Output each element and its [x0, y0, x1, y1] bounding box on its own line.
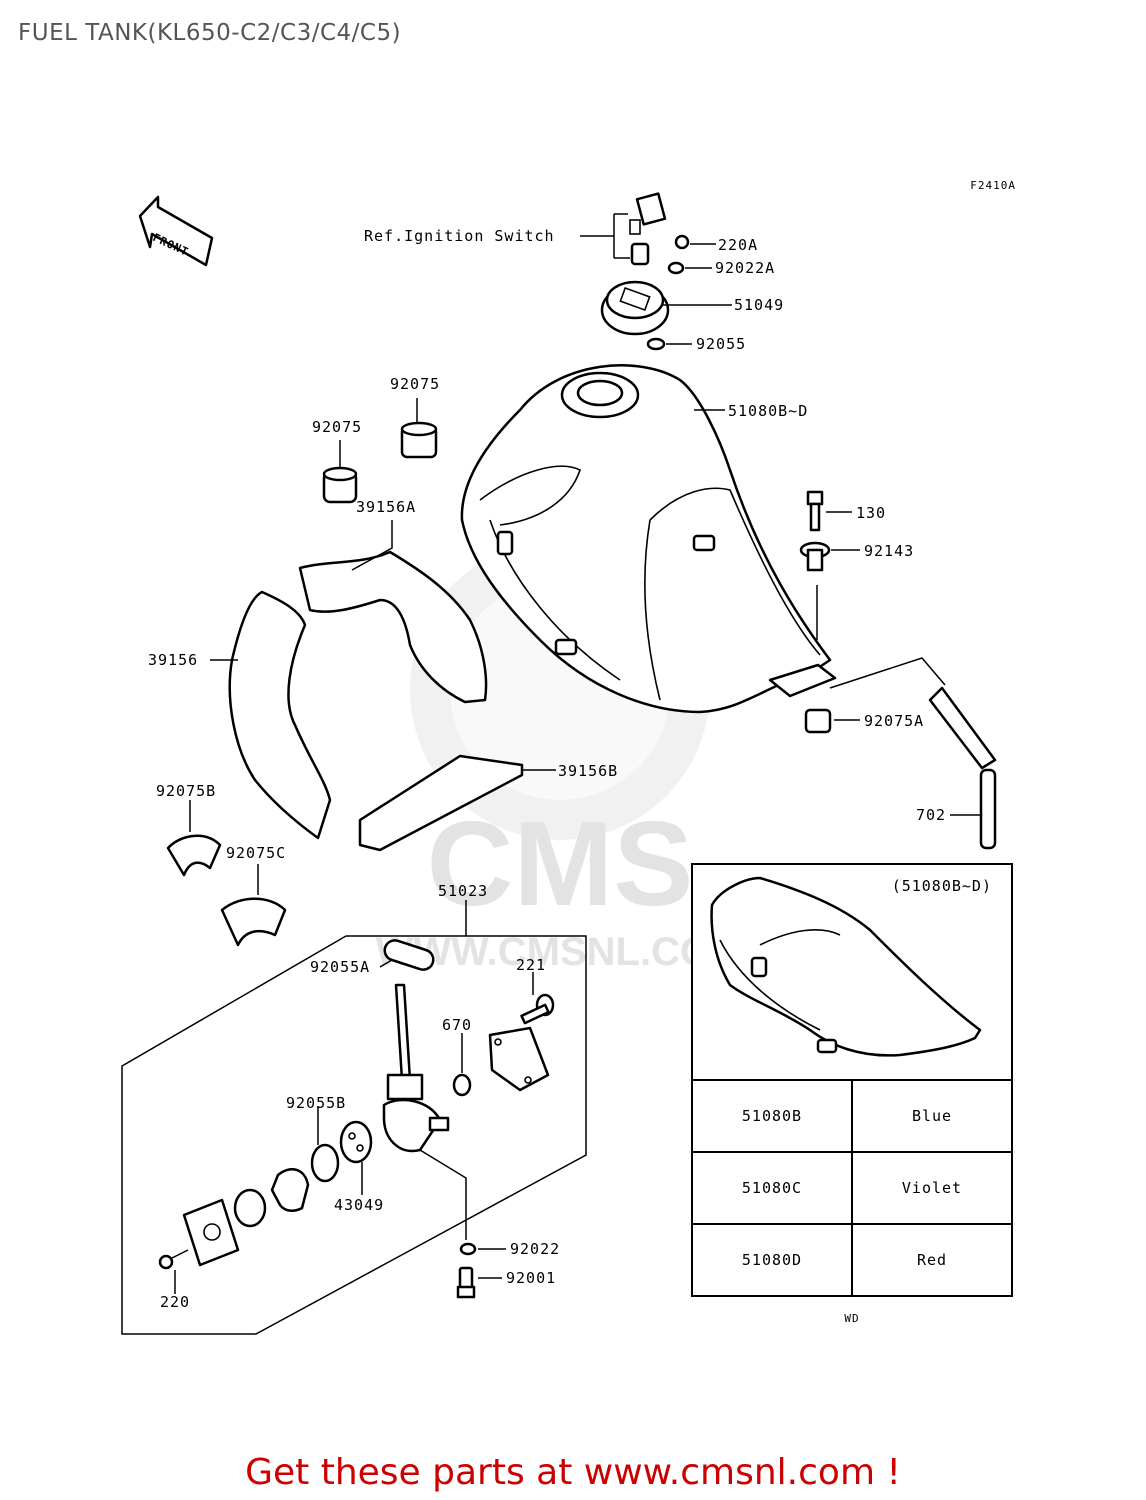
oring-92055b-icon [310, 1106, 340, 1183]
part-label-92055b: 92055B [286, 1094, 346, 1112]
part-label-92075b: 92075B [156, 782, 216, 800]
fuel-cap-51049-icon [600, 280, 732, 336]
color-table-caption: (51080B~D) [892, 877, 992, 895]
rubber-damper-92075c-icon [220, 864, 287, 947]
rubber-damper-92075-lower-icon [322, 440, 358, 504]
part-label-39156b: 39156B [558, 762, 618, 780]
part-label-220a: 220A [718, 236, 758, 254]
oring-670-icon [452, 1033, 472, 1097]
valve-plate-icon [182, 1198, 240, 1267]
part-label-92022a: 92022A [715, 259, 775, 277]
fuel-valve-assembly-box [121, 900, 587, 1335]
color-row-part-1: 51080B [742, 1107, 802, 1125]
screw-220a-icon [674, 234, 716, 250]
rubber-damper-92075b-icon [166, 800, 222, 877]
hose-702-icon [928, 686, 997, 850]
part-label-92143: 92143 [864, 542, 914, 560]
screw-221-icon [520, 972, 555, 1025]
part-label-670: 670 [442, 1016, 472, 1034]
collar-92143-icon [799, 541, 860, 640]
oring-92055-icon [646, 337, 692, 351]
ref-ignition-switch-note: Ref.Ignition Switch [364, 227, 555, 245]
part-label-92075-upper: 92075 [390, 375, 440, 393]
fuel-tank-51080-icon [460, 364, 837, 714]
pad-39156b-icon [358, 754, 556, 852]
page-title: FUEL TANK(KL650-C2/C3/C4/C5) [18, 20, 402, 46]
color-row-part-3: 51080D [742, 1251, 802, 1269]
lock-cylinder-icon [630, 242, 650, 266]
part-label-92001: 92001 [506, 1269, 556, 1287]
key-icon [629, 192, 667, 235]
watermark-url: WWW.CMSNL.COM [376, 930, 745, 974]
watermark-logo: CMS [427, 797, 694, 931]
part-label-51023: 51023 [438, 882, 488, 900]
bolt-130-icon [806, 490, 852, 532]
part-label-702: 702 [916, 806, 946, 824]
washer-92022a-icon [667, 261, 712, 275]
gasket-92055a-icon [379, 939, 435, 971]
part-label-92055a: 92055A [310, 958, 370, 976]
pad-39156a-icon [298, 520, 488, 704]
color-variant-table: (51080B~D) 51080B Blue 51080C Violet 510… [691, 863, 1013, 1297]
figure-code: F2410A [970, 179, 1016, 192]
color-row-color-2: Violet [902, 1179, 962, 1197]
part-label-92022: 92022 [510, 1240, 560, 1258]
part-label-130: 130 [856, 504, 886, 522]
washer-92022-icon [459, 1242, 506, 1256]
diaphragm-43049-icon [339, 1120, 373, 1195]
part-label-92075c: 92075C [226, 844, 286, 862]
rubber-damper-92075-upper-icon [400, 398, 438, 459]
front-arrow-icon: FRONT [138, 195, 214, 267]
fuel-tank-side-view-icon [710, 876, 982, 1057]
part-label-220: 220 [160, 1293, 190, 1311]
part-label-92075a: 92075A [864, 712, 924, 730]
part-label-51080b-d: 51080B~D [728, 402, 808, 420]
color-row-color-3: Red [917, 1251, 947, 1269]
part-label-221: 221 [516, 956, 546, 974]
part-label-51049: 51049 [734, 296, 784, 314]
promo-link[interactable]: Get these parts at www.cmsnl.com ! [245, 1452, 901, 1493]
color-row-color-1: Blue [912, 1107, 952, 1125]
rubber-damper-92075a-icon [804, 708, 860, 734]
color-row-part-2: 51080C [742, 1179, 802, 1197]
fuel-valve-icon [382, 983, 467, 1240]
bolt-92001-icon [456, 1266, 502, 1299]
screw-220-icon [158, 1249, 189, 1294]
part-label-43049: 43049 [334, 1196, 384, 1214]
part-label-92055: 92055 [696, 335, 746, 353]
valve-lever-icon [270, 1168, 310, 1212]
cover-plate-icon [488, 1026, 550, 1092]
pad-39156-icon [210, 590, 332, 840]
part-label-39156: 39156 [148, 651, 198, 669]
seal-ring-icon [233, 1188, 267, 1228]
footer-code: WD [844, 1312, 859, 1325]
part-label-92075-lower: 92075 [312, 418, 362, 436]
part-label-39156a: 39156A [356, 498, 416, 516]
